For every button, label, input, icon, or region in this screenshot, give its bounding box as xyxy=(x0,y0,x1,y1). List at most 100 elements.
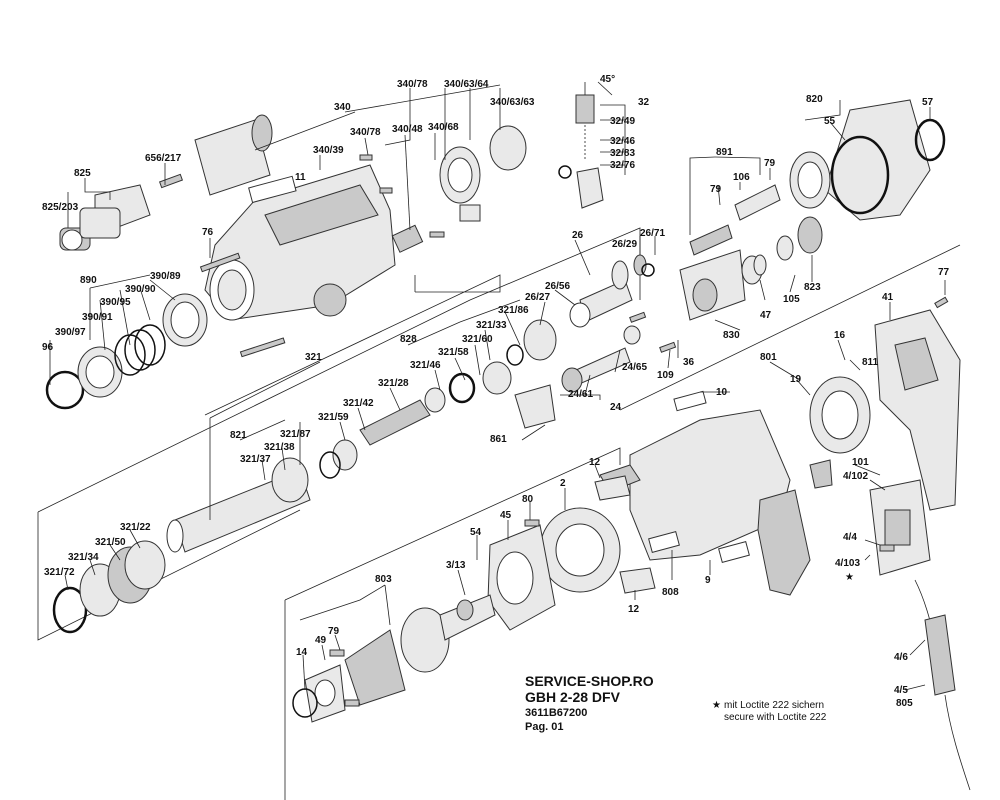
label-26-56: 26/56 xyxy=(545,281,570,292)
label-340-63-63: 340/63/63 xyxy=(490,97,535,108)
label-390-95: 390/95 xyxy=(100,297,131,308)
label-49: 49 xyxy=(315,635,327,646)
intermediate-shaft-24 xyxy=(561,325,641,393)
baffle-45 xyxy=(487,524,556,631)
label-808: 808 xyxy=(662,587,679,598)
label-24-65: 24/65 xyxy=(622,362,647,373)
label-76: 76 xyxy=(202,227,214,238)
label-109: 109 xyxy=(657,370,674,381)
footer-code: 3611B67200 xyxy=(525,707,587,719)
crank-26 xyxy=(569,254,655,328)
label-340-78b: 340/78 xyxy=(350,127,381,138)
label-24-61: 24/61 xyxy=(568,389,593,400)
label-390-90: 390/90 xyxy=(125,284,156,295)
footer-shop: SERVICE-SHOP.RO xyxy=(525,673,654,689)
label-803: 803 xyxy=(375,574,392,585)
note-star: ★ xyxy=(712,700,721,711)
footer-page: Pag. 01 xyxy=(525,721,564,733)
label-321-33: 321/33 xyxy=(476,320,507,331)
trigger-switch-4 xyxy=(869,479,931,576)
assembly-guide-lines xyxy=(37,227,961,800)
chuck-adapter-825 xyxy=(59,184,151,251)
label-star: ★ xyxy=(845,572,854,583)
label-32-83: 32/83 xyxy=(610,148,635,159)
footer-block: SERVICE-SHOP.RO GBH 2-28 DFV 3611B67200 … xyxy=(525,673,654,733)
fan-housing-820 xyxy=(789,99,946,221)
label-340: 340 xyxy=(334,102,351,113)
label-390-91: 390/91 xyxy=(82,312,113,323)
label-12a: 12 xyxy=(589,457,601,468)
label-821: 821 xyxy=(230,430,247,441)
label-32-46: 32/46 xyxy=(610,136,635,147)
label-321-34: 321/34 xyxy=(68,552,99,563)
label-12b: 12 xyxy=(628,604,640,615)
label-390-97: 390/97 xyxy=(55,327,86,338)
label-340-68: 340/68 xyxy=(428,122,459,133)
label-2: 2 xyxy=(560,478,566,489)
label-890: 890 xyxy=(80,275,97,286)
label-101: 101 xyxy=(852,457,869,468)
label-321-28: 321/28 xyxy=(378,378,409,389)
label-55: 55 xyxy=(824,116,836,127)
label-820: 820 xyxy=(806,94,823,105)
label-3-13: 3/13 xyxy=(446,560,466,571)
label-26-71: 26/71 xyxy=(640,228,665,239)
label-79b: 79 xyxy=(710,184,722,195)
label-321-46: 321/46 xyxy=(410,360,441,371)
label-32-49: 32/49 xyxy=(610,116,635,127)
label-47: 47 xyxy=(760,310,772,321)
label-54: 54 xyxy=(470,527,482,538)
label-angle: 45° xyxy=(600,74,615,85)
label-321-37: 321/37 xyxy=(240,454,271,465)
label-805: 805 xyxy=(896,698,913,709)
label-340-48: 340/48 xyxy=(392,124,423,135)
flange-14 xyxy=(292,664,346,723)
label-321-58: 321/58 xyxy=(438,347,469,358)
leader-lines xyxy=(49,81,946,691)
label-321-50: 321/50 xyxy=(95,537,126,548)
label-26-27: 26/27 xyxy=(525,292,550,303)
label-45: 45 xyxy=(500,510,512,521)
label-26: 26 xyxy=(572,230,584,241)
label-825: 825 xyxy=(74,168,91,179)
label-4-6: 4/6 xyxy=(894,652,908,663)
screws xyxy=(199,252,949,707)
spring-stack-890 xyxy=(45,293,208,410)
loctite-note: ★ mit Loctite 222 sichern secure with Lo… xyxy=(712,700,827,723)
label-57: 57 xyxy=(922,97,934,108)
label-321-38: 321/38 xyxy=(264,442,295,453)
label-390-89: 390/89 xyxy=(150,271,181,282)
label-801: 801 xyxy=(760,352,777,363)
label-80: 80 xyxy=(522,494,534,505)
label-16: 16 xyxy=(834,330,846,341)
label-321: 321 xyxy=(305,352,322,363)
label-891: 891 xyxy=(716,147,733,158)
guide-parts-321 xyxy=(448,319,557,404)
label-321-22: 321/22 xyxy=(120,522,151,533)
label-340-78a: 340/78 xyxy=(397,79,428,90)
label-321-60: 321/60 xyxy=(462,334,493,345)
label-79a: 79 xyxy=(764,158,776,169)
small-parts-340 xyxy=(359,154,481,253)
label-106: 106 xyxy=(733,172,750,183)
armature-803 xyxy=(344,594,496,706)
handle-41 xyxy=(874,309,961,511)
label-96: 96 xyxy=(42,342,54,353)
hammer-tube-321 xyxy=(166,387,446,553)
gear-set-830 xyxy=(679,216,823,321)
label-321-87: 321/87 xyxy=(280,429,311,440)
label-32-76: 32/76 xyxy=(610,160,635,171)
label-14: 14 xyxy=(296,647,308,658)
label-828: 828 xyxy=(400,334,417,345)
carbon-brush-32 xyxy=(558,94,604,209)
label-4-4: 4/4 xyxy=(843,532,857,543)
label-11: 11 xyxy=(295,172,306,183)
label-830: 830 xyxy=(723,330,740,341)
label-24: 24 xyxy=(610,402,622,413)
motor-housing-10 xyxy=(629,390,811,596)
label-4-103: 4/103 xyxy=(835,558,860,569)
note-german: mit Loctite 222 sichern xyxy=(724,700,824,711)
label-79c: 79 xyxy=(328,626,340,637)
label-823: 823 xyxy=(804,282,821,293)
field-coil-801 xyxy=(809,376,871,489)
